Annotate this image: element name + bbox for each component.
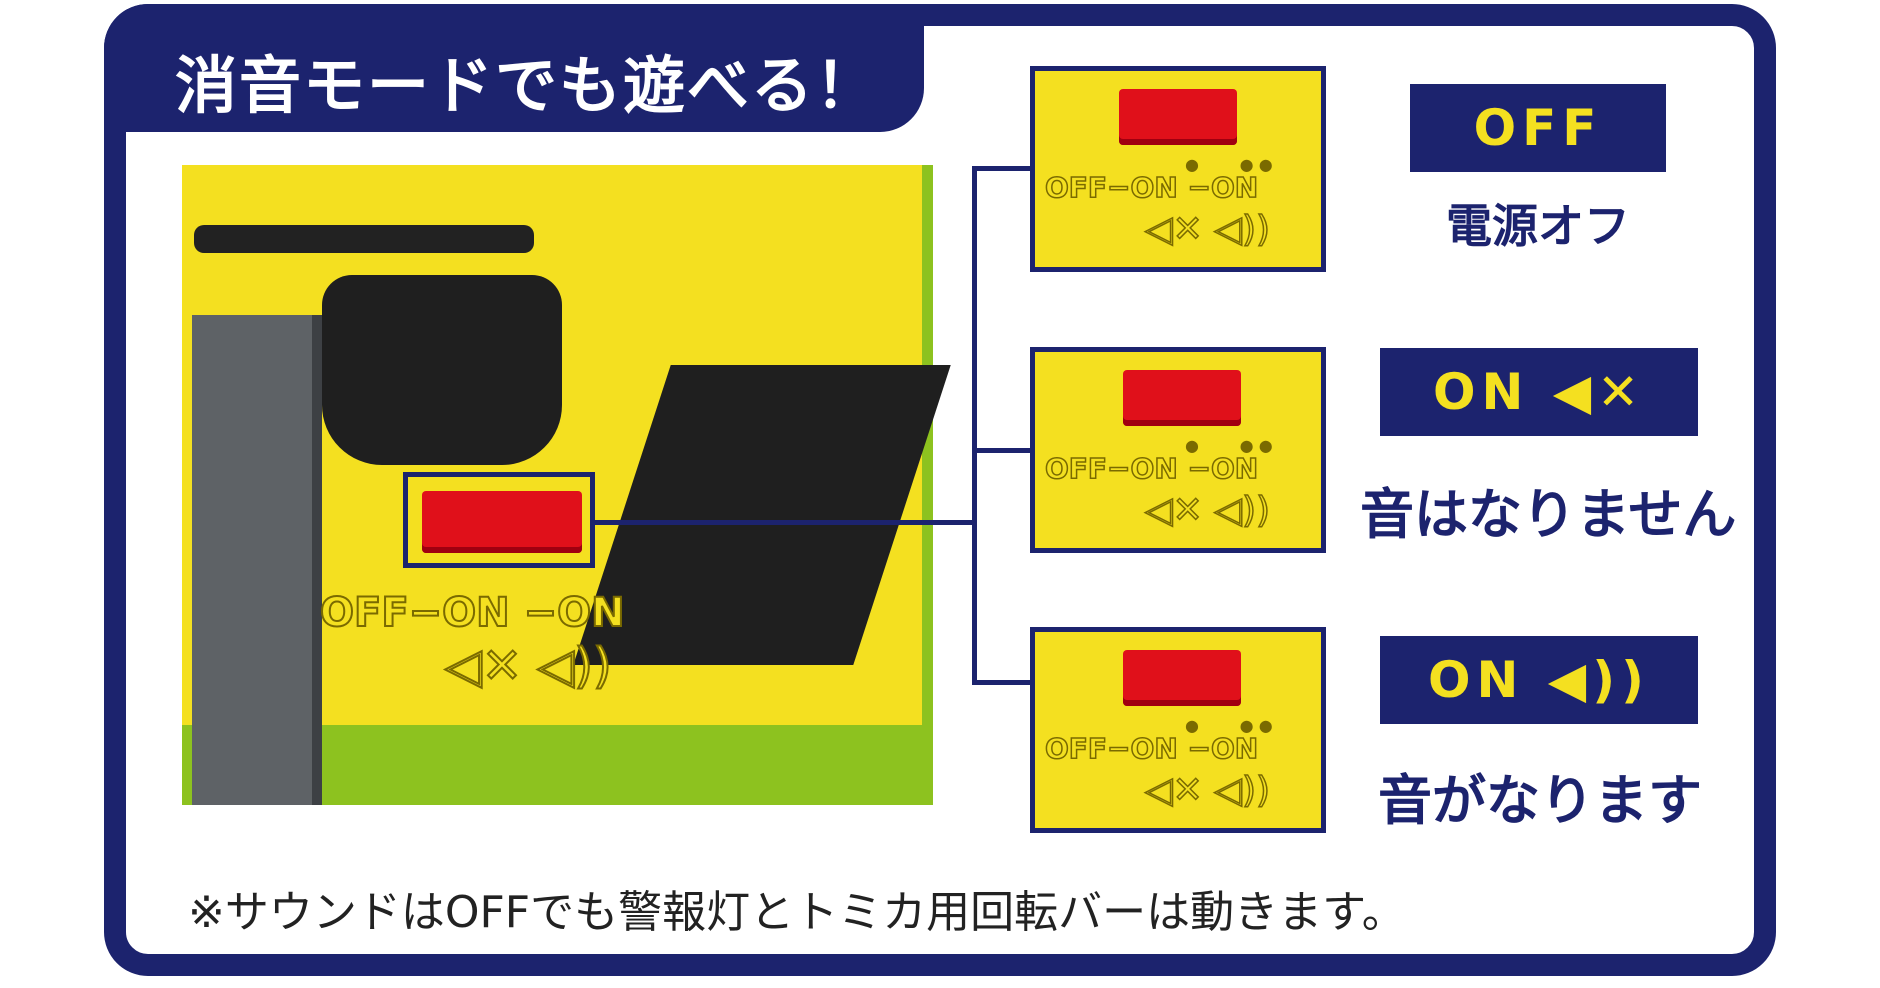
main-switch-highlight [403, 472, 595, 568]
switch-panel-mute: ● ● ● OFF−ON −ON ◁✕ ◁)) [1030, 347, 1326, 553]
switch-dots: ● ● ● [1185, 436, 1273, 455]
switch-position-mute [1123, 370, 1241, 426]
switch-labels: OFF−ON −ON [1044, 731, 1259, 766]
footnote: ※サウンドはOFFでも警報灯とトミカ用回転バーは動きます。 [188, 887, 1406, 938]
mode-description-mute: 音はなりません [1360, 483, 1737, 546]
switch-dots: ● ● ● [1185, 155, 1273, 174]
black-bar [194, 225, 534, 253]
switch-labels: OFF−ON −ON [1044, 170, 1259, 205]
sound-switch [422, 491, 582, 553]
connector-bottom [972, 680, 1030, 685]
mode-description-sound: 音がなります [1378, 769, 1702, 832]
switch-icons: ◁✕ ◁)) [1144, 208, 1271, 251]
switch-panel-sound: ● ● ● OFF−ON −ON ◁✕ ◁)) [1030, 627, 1326, 833]
connector-top [972, 166, 1030, 171]
switch-position-sound [1123, 650, 1241, 706]
main-switch-labels: OFF−ON −ON [319, 589, 626, 637]
main-switch-icons: ◁✕ ◁)) [444, 637, 613, 695]
connector-vertical [972, 166, 977, 684]
mode-description-off: 電源オフ [1446, 199, 1630, 253]
page-title: 消音モードでも遊べる！ [175, 49, 880, 122]
switch-icons: ◁✕ ◁)) [1144, 489, 1271, 532]
switch-icons: ◁✕ ◁)) [1144, 769, 1271, 812]
switch-dots: ● ● ● [1185, 716, 1273, 735]
mode-badge-off: OFF [1410, 84, 1666, 172]
black-knob [322, 275, 562, 465]
title-tab [104, 4, 924, 132]
connector-horizontal [595, 520, 975, 525]
switch-position-off [1119, 89, 1237, 145]
mode-badge-sound: ON ◀)) [1380, 636, 1698, 724]
switch-labels: OFF−ON −ON [1044, 451, 1259, 486]
product-photo [182, 165, 951, 805]
switch-panel-off: ● ● ● OFF−ON −ON ◁✕ ◁)) [1030, 66, 1326, 272]
mode-badge-mute: ON ◀✕ [1380, 348, 1698, 436]
connector-middle [972, 448, 1030, 453]
gray-part [192, 315, 322, 805]
